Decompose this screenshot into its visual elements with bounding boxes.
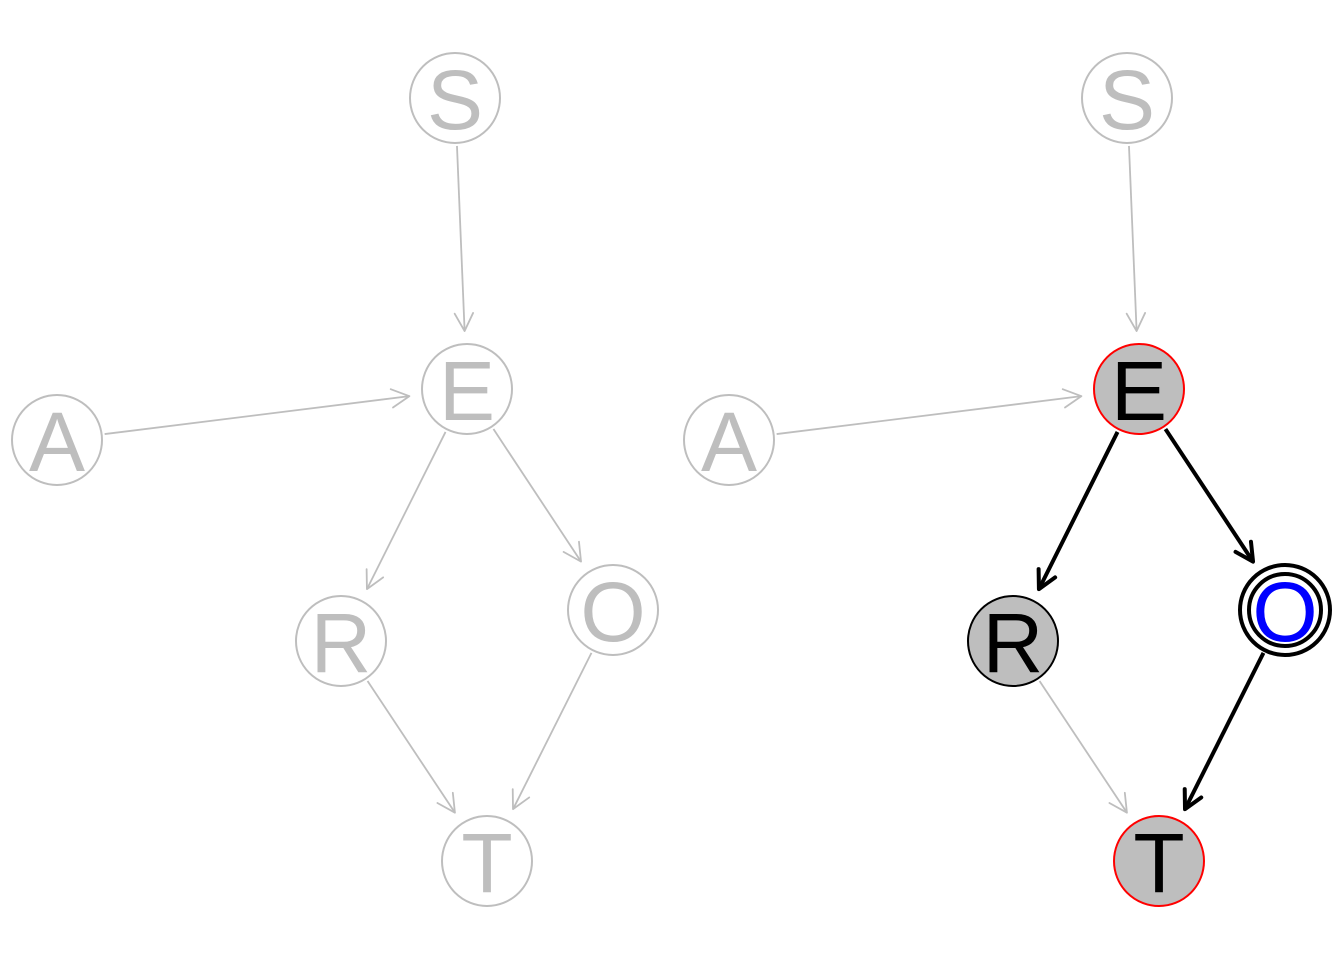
node-circle [567, 564, 659, 656]
right-dag-nodes: S E A R O T [683, 52, 1332, 910]
edges-layer [104, 145, 1266, 814]
node-E: E [421, 343, 513, 438]
node-A: A [683, 394, 775, 489]
left-dag [104, 145, 593, 814]
edge-E-R [365, 431, 447, 591]
node-circle [11, 394, 103, 486]
node-label: A [29, 395, 85, 489]
arrowhead-icon [511, 788, 531, 811]
node-label: R [983, 596, 1044, 690]
arrowhead-icon [1233, 539, 1256, 564]
node-T: T [441, 815, 533, 910]
node-label: T [1133, 816, 1184, 910]
arrowhead-icon [1061, 388, 1083, 409]
node-inner-ring [1247, 572, 1323, 648]
arrowhead-icon [389, 388, 411, 409]
node-circle [409, 52, 501, 144]
edge-E-R [1036, 431, 1120, 592]
edge-O-T [511, 652, 593, 811]
edge-R-T [366, 680, 456, 814]
edge-R-T [1038, 680, 1128, 814]
node-label: O [580, 565, 645, 659]
node-circle [1081, 52, 1173, 144]
edge-A-E [776, 388, 1083, 435]
node-label: S [1099, 53, 1155, 147]
node-S: S [409, 52, 501, 147]
arrowhead-icon [1182, 787, 1204, 812]
node-circle [421, 343, 513, 435]
right-dag [776, 145, 1266, 814]
node-label: E [1111, 344, 1167, 438]
nodes-layer: S E A R O T S E A R O T [11, 52, 1332, 910]
node-T: T [1113, 815, 1205, 910]
node-R: R [295, 595, 387, 690]
left-dag-nodes: S E A R O T [11, 52, 659, 910]
edge-S-E [1125, 145, 1147, 332]
arrowhead-icon [436, 791, 456, 814]
edge-E-O [492, 428, 582, 563]
arrowhead-icon [1108, 791, 1128, 814]
node-circle [967, 595, 1059, 687]
arrowhead-icon [562, 540, 582, 563]
node-O: O [567, 564, 659, 659]
node-A: A [11, 394, 103, 489]
node-O: O [1238, 563, 1332, 659]
arrowhead-icon [453, 312, 475, 332]
node-label: T [461, 816, 512, 910]
node-circle [1238, 563, 1332, 657]
node-label: A [701, 395, 757, 489]
node-circle [683, 394, 775, 486]
node-R: R [967, 595, 1059, 690]
node-circle [295, 595, 387, 687]
edge-O-T [1182, 652, 1266, 812]
node-E: E [1093, 343, 1185, 438]
edge-E-O [1163, 427, 1256, 564]
node-label: S [427, 53, 483, 147]
node-S: S [1081, 52, 1173, 147]
arrowhead-icon [1125, 312, 1147, 332]
edge-A-E [104, 388, 411, 435]
edge-S-E [453, 145, 475, 332]
arrowhead-icon [1036, 567, 1058, 592]
node-label: E [439, 344, 495, 438]
node-label: O [1252, 565, 1317, 659]
node-circle [1113, 815, 1205, 907]
node-label: R [311, 596, 372, 690]
node-circle [441, 815, 533, 907]
node-circle [1093, 343, 1185, 435]
arrowhead-icon [365, 568, 385, 591]
